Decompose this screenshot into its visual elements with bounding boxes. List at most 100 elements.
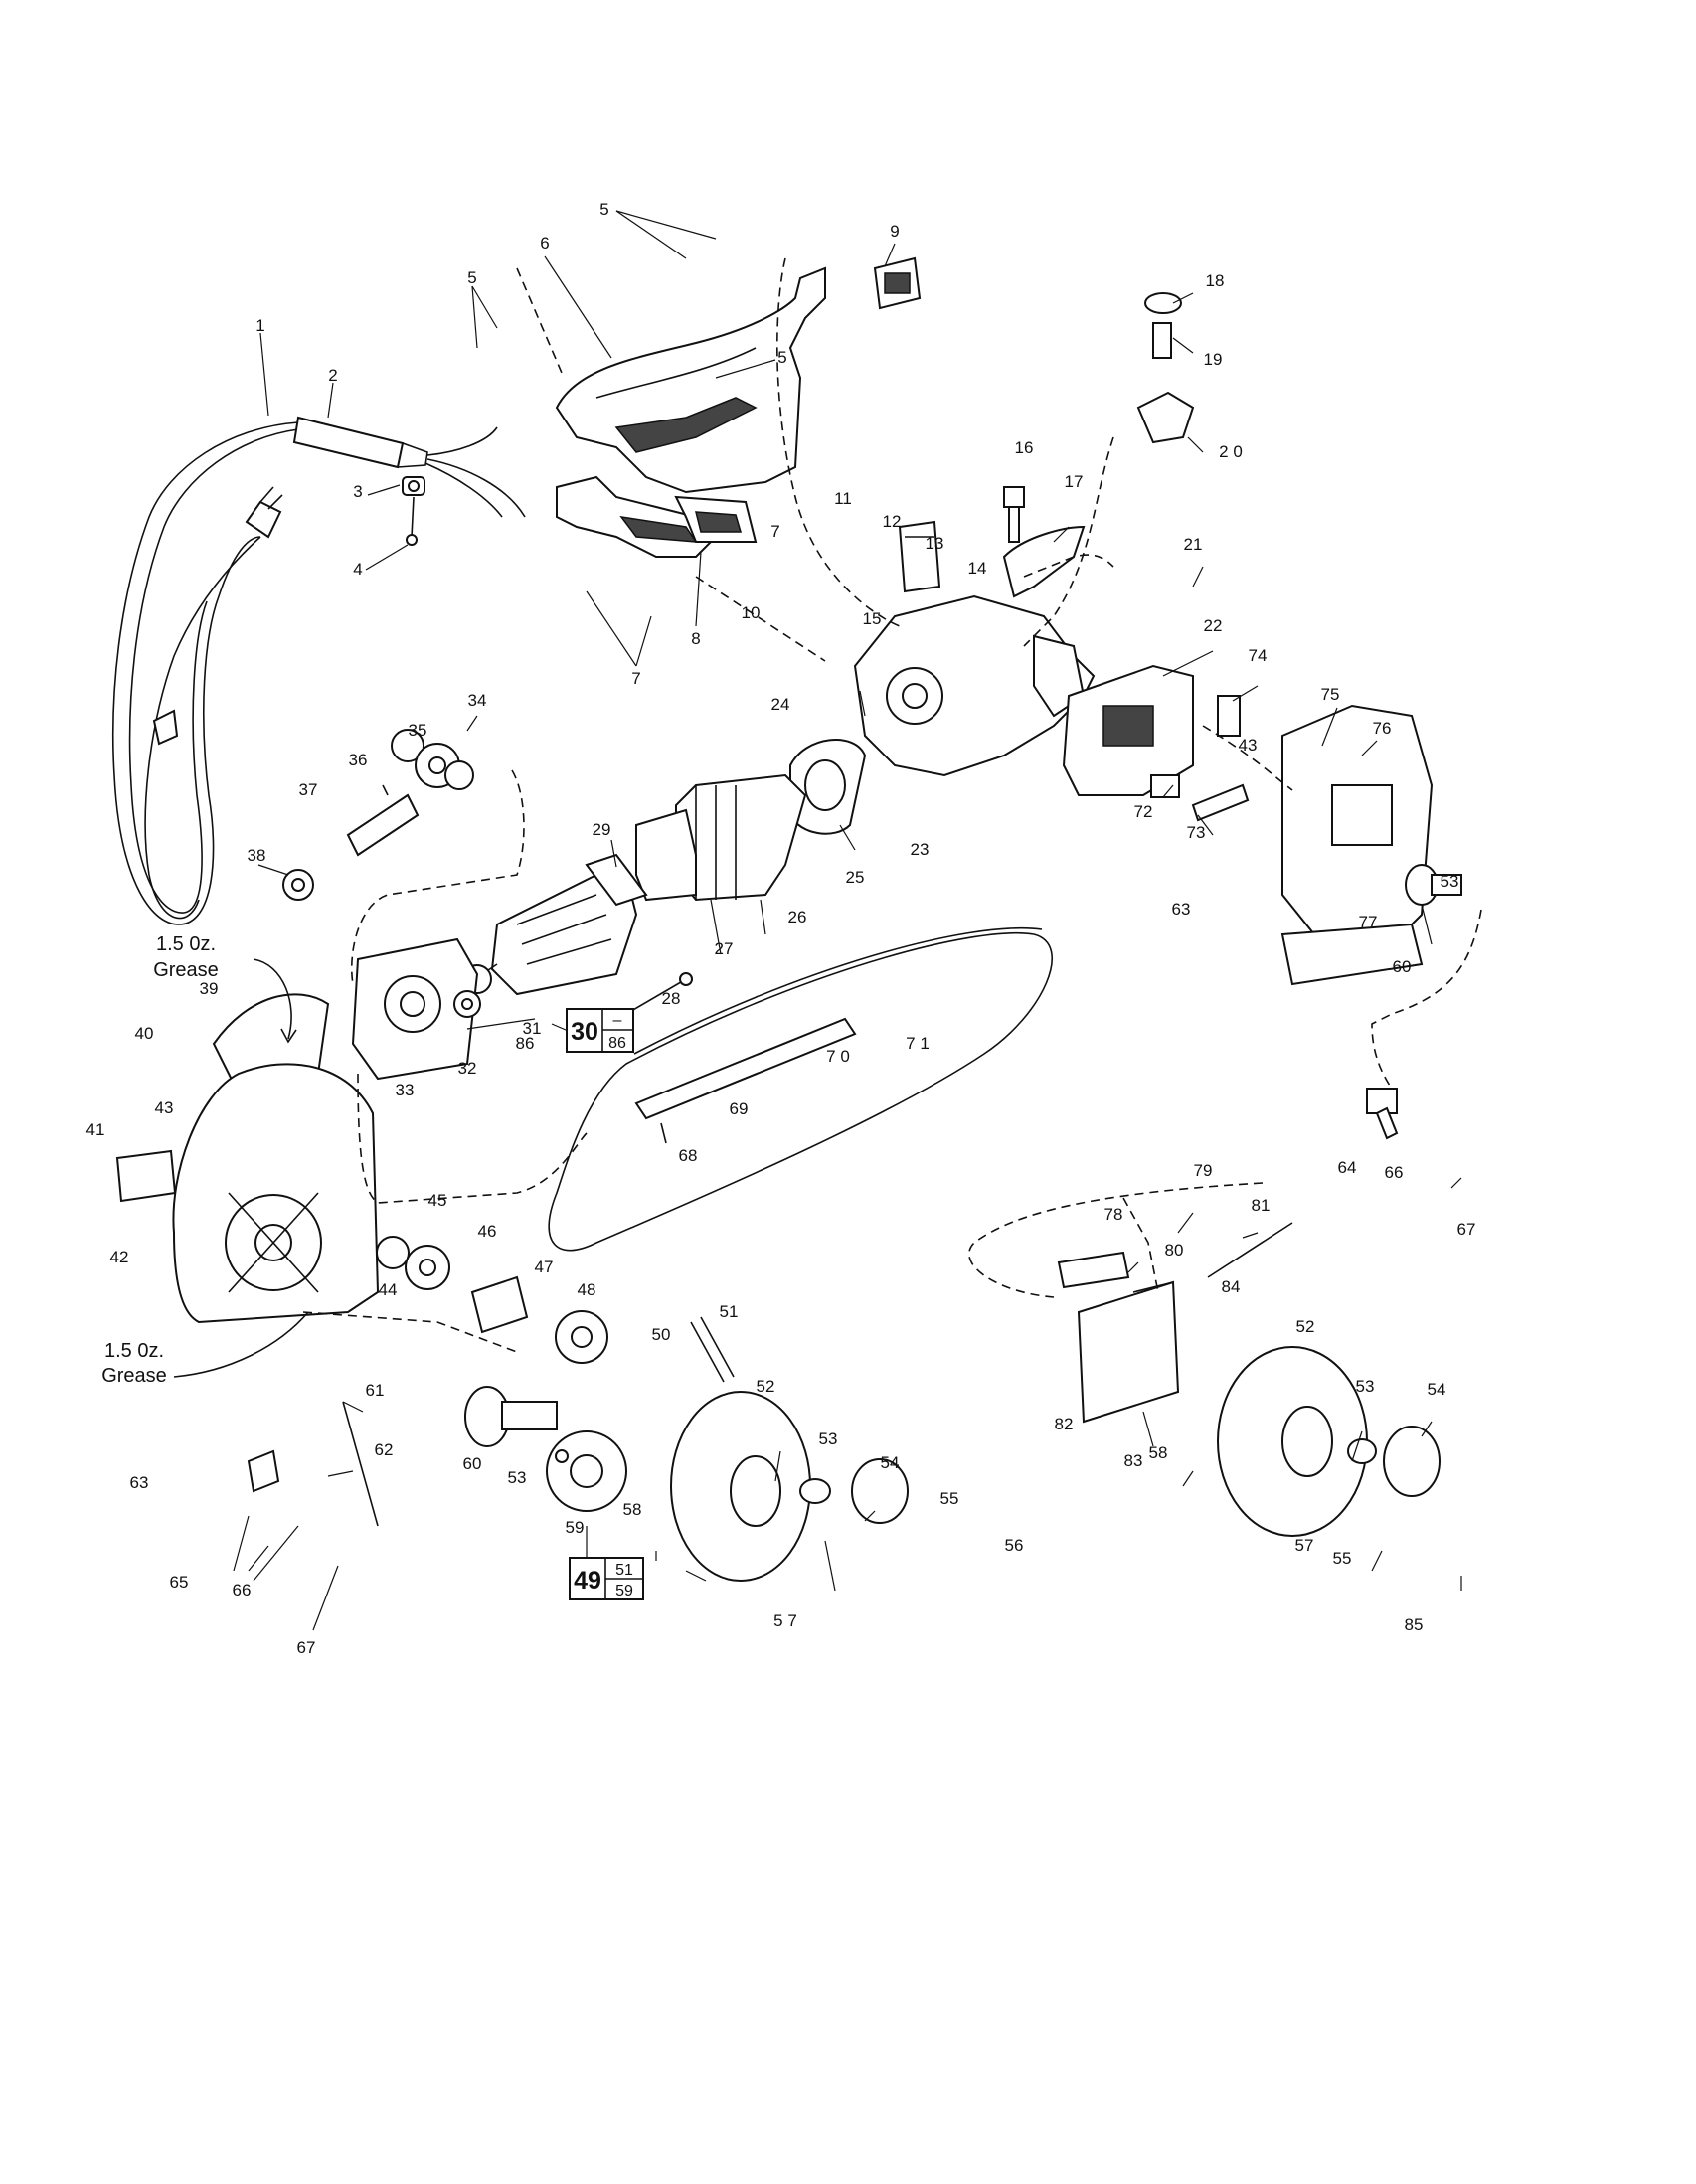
callout-63-left: 63 <box>130 1473 149 1492</box>
callout-56: 56 <box>1005 1536 1024 1555</box>
blade-guide-bar <box>634 1017 857 1144</box>
right-axle <box>1405 864 1462 906</box>
callout-10: 10 <box>742 603 761 622</box>
callout-5-right: 5 <box>777 348 786 367</box>
callout-58-right: 58 <box>1149 1443 1168 1462</box>
callout-39: 39 <box>200 979 219 998</box>
callout-48: 48 <box>578 1280 596 1299</box>
end-plate-bearing <box>453 990 481 1018</box>
pulley-bracket <box>1280 704 1434 986</box>
callout-54-left: 54 <box>881 1453 900 1472</box>
callout-45: 45 <box>428 1191 447 1210</box>
callout-65: 65 <box>170 1573 189 1592</box>
callout-37: 37 <box>299 780 318 799</box>
callout-81: 81 <box>1252 1196 1271 1215</box>
callout-26: 26 <box>788 908 807 926</box>
callout-16: 16 <box>1015 438 1034 457</box>
gear-frame-plate <box>1062 664 1194 796</box>
callout-22: 22 <box>1204 616 1223 635</box>
callout-11: 11 <box>834 489 852 508</box>
assembly-sprocket-main: 49 <box>574 1567 601 1595</box>
callout-47: 47 <box>535 1258 554 1276</box>
callout-76: 76 <box>1373 719 1392 738</box>
callout-32: 32 <box>458 1059 477 1078</box>
callout-50: 50 <box>652 1325 671 1344</box>
grease-note-top-qty: 1.5 0z. <box>156 933 216 955</box>
grease-note-top: 1.5 0z. Grease <box>153 933 297 1044</box>
guard <box>1002 525 1086 598</box>
assembly-box-sprocket: 49 51 59 <box>569 1557 644 1600</box>
callout-70: 7 0 <box>826 1047 850 1066</box>
guide-block-right <box>1366 1088 1399 1140</box>
callout-43-right: 43 <box>1239 736 1258 755</box>
callout-66-left: 66 <box>233 1581 252 1599</box>
callout-53-mid: 53 <box>819 1429 838 1448</box>
callout-21: 21 <box>1184 535 1203 554</box>
adjusting-screw <box>1003 486 1025 543</box>
callout-6: 6 <box>540 234 549 252</box>
callout-55-right: 55 <box>1333 1549 1352 1568</box>
callout-44: 44 <box>379 1280 398 1299</box>
callout-61: 61 <box>366 1381 385 1400</box>
callout-33: 33 <box>396 1081 415 1099</box>
callout-72: 72 <box>1134 802 1153 821</box>
handle-upper <box>555 266 826 494</box>
callout-73: 73 <box>1187 823 1206 842</box>
callout-46: 46 <box>478 1222 497 1241</box>
callout-52-left: 52 <box>757 1377 775 1396</box>
callout-34: 34 <box>468 691 487 710</box>
callout-40: 40 <box>135 1024 154 1043</box>
callout-17: 17 <box>1065 472 1084 491</box>
guide-block-left <box>247 1401 379 1527</box>
callout-79: 79 <box>1194 1161 1213 1180</box>
callout-64: 64 <box>1338 1158 1357 1177</box>
blade-guard-lever <box>898 520 941 593</box>
tension-bracket <box>1057 1251 1180 1424</box>
callout-labels: 1 2 3 4 5 5 5 6 7 7 8 9 10 11 12 13 14 1… <box>86 200 1476 1657</box>
callout-25: 25 <box>846 868 865 887</box>
gear-housing <box>853 594 1096 777</box>
callout-15: 15 <box>863 609 882 628</box>
assembly-armature-sub-top: – <box>613 1012 622 1029</box>
callout-43-left: 43 <box>155 1098 174 1117</box>
callout-69: 69 <box>730 1099 749 1118</box>
spacer-set <box>1150 695 1250 822</box>
tension-screw <box>1207 1222 1293 1278</box>
callout-29: 29 <box>593 820 611 839</box>
callout-53-left: 53 <box>508 1468 527 1487</box>
motor-end-plate <box>351 937 479 1081</box>
callout-75: 75 <box>1321 685 1340 704</box>
brush-holder <box>635 808 697 902</box>
callout-78: 78 <box>1104 1205 1123 1224</box>
saw-blade <box>548 926 1053 1252</box>
top-nut <box>1136 292 1195 444</box>
callout-62: 62 <box>375 1440 394 1459</box>
callout-52-right: 52 <box>1296 1317 1315 1336</box>
assembly-armature-sub-bottom: 86 <box>608 1035 626 1052</box>
callout-77: 77 <box>1359 913 1378 931</box>
cord-clamp <box>402 476 425 546</box>
drive-shaft <box>464 1386 558 1447</box>
assembly-box-armature: 30 – 86 <box>566 1008 634 1053</box>
grease-note-bottom: 1.5 0z. Grease <box>101 1311 309 1387</box>
callout-41: 41 <box>86 1120 105 1139</box>
switch-cover <box>873 256 922 310</box>
callout-74: 74 <box>1249 646 1268 665</box>
callout-57-left: 5 7 <box>773 1611 797 1630</box>
callout-57-right: 57 <box>1295 1536 1314 1555</box>
callout-4: 4 <box>353 560 362 579</box>
callout-71: 7 1 <box>906 1034 930 1053</box>
assembly-sprocket-sub-top: 51 <box>615 1562 633 1579</box>
callout-20: 2 0 <box>1219 442 1243 461</box>
callout-31: 31 <box>523 1019 542 1038</box>
callout-5-top: 5 <box>599 200 608 219</box>
callout-36: 36 <box>349 751 368 769</box>
callout-60-left: 60 <box>463 1454 482 1473</box>
callout-38: 38 <box>248 846 266 865</box>
callout-58-left: 58 <box>623 1500 642 1519</box>
callout-3: 3 <box>353 482 362 501</box>
callout-60-right: 60 <box>1393 957 1412 976</box>
dashed-reference-lines <box>302 257 1482 1353</box>
grease-note-bottom-label: Grease <box>101 1365 167 1387</box>
